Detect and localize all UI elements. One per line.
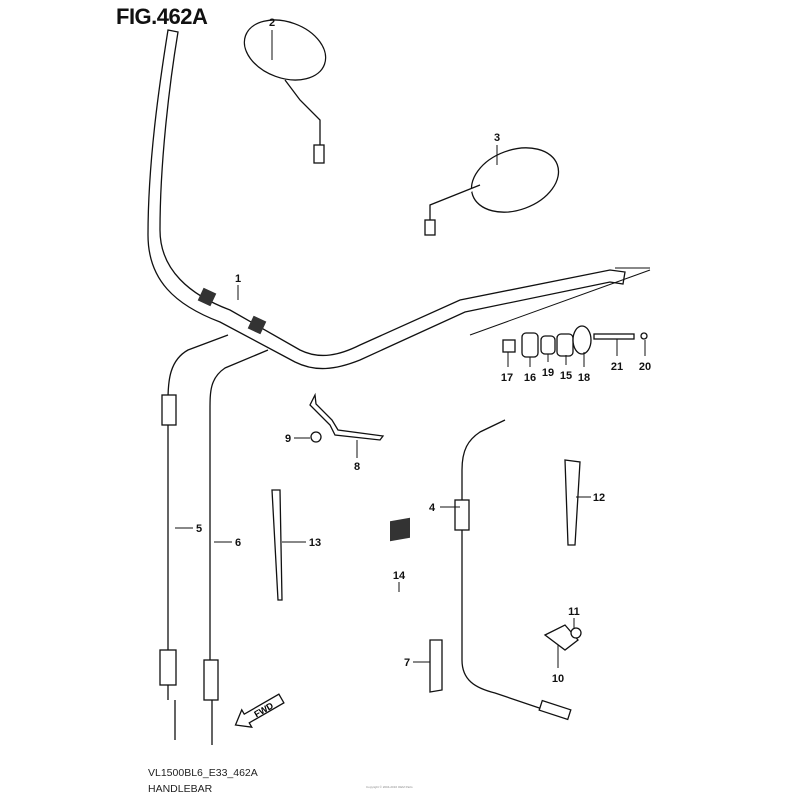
figure-title: FIG.462A bbox=[116, 4, 208, 29]
callout-15: 15 bbox=[560, 370, 572, 382]
fwd-arrow: FWD bbox=[234, 693, 285, 728]
callout-13: 13 bbox=[309, 537, 321, 549]
leader-lines bbox=[175, 30, 646, 668]
throttle-cable-5[interactable] bbox=[159, 334, 229, 740]
callout-19: 19 bbox=[542, 367, 554, 379]
callout-18: 18 bbox=[578, 372, 590, 384]
handlebar-end-weight-assembly[interactable] bbox=[502, 325, 648, 358]
cable-tie-13[interactable] bbox=[271, 489, 283, 601]
callout-7: 7 bbox=[404, 657, 410, 669]
callout-9: 9 bbox=[285, 433, 291, 445]
callout-21: 21 bbox=[611, 361, 623, 373]
callout-14: 14 bbox=[393, 570, 406, 582]
label-sticker-14[interactable] bbox=[390, 517, 410, 542]
callout-12: 12 bbox=[593, 492, 605, 504]
bolt-9[interactable] bbox=[310, 431, 322, 443]
callout-5: 5 bbox=[196, 523, 202, 535]
mirror-left[interactable] bbox=[236, 9, 334, 164]
bracket-8[interactable] bbox=[309, 392, 385, 441]
cable-tie-12[interactable] bbox=[564, 459, 581, 546]
callout-20: 20 bbox=[639, 361, 651, 373]
section-name: HANDLEBAR bbox=[148, 783, 213, 795]
bolt-11[interactable] bbox=[570, 627, 582, 639]
callout-3: 3 bbox=[494, 132, 500, 144]
callout-11: 11 bbox=[568, 606, 580, 618]
callout-17: 17 bbox=[501, 372, 513, 384]
callout-16: 16 bbox=[524, 372, 536, 384]
callout-8: 8 bbox=[354, 461, 360, 473]
clamp-7[interactable] bbox=[429, 639, 443, 693]
model-code: VL1500BL6_E33_462A bbox=[148, 767, 258, 779]
mirror-right[interactable] bbox=[424, 136, 568, 236]
callout-2: 2 bbox=[269, 17, 275, 29]
handlebar[interactable] bbox=[147, 29, 651, 370]
callout-1: 1 bbox=[235, 273, 241, 285]
callout-4: 4 bbox=[429, 502, 436, 514]
callout-6: 6 bbox=[235, 537, 241, 549]
callout-10: 10 bbox=[552, 673, 564, 685]
copyright: Copyright © 2004-2016 OEM Parts bbox=[366, 785, 413, 789]
throttle-cable-6[interactable] bbox=[203, 349, 269, 745]
